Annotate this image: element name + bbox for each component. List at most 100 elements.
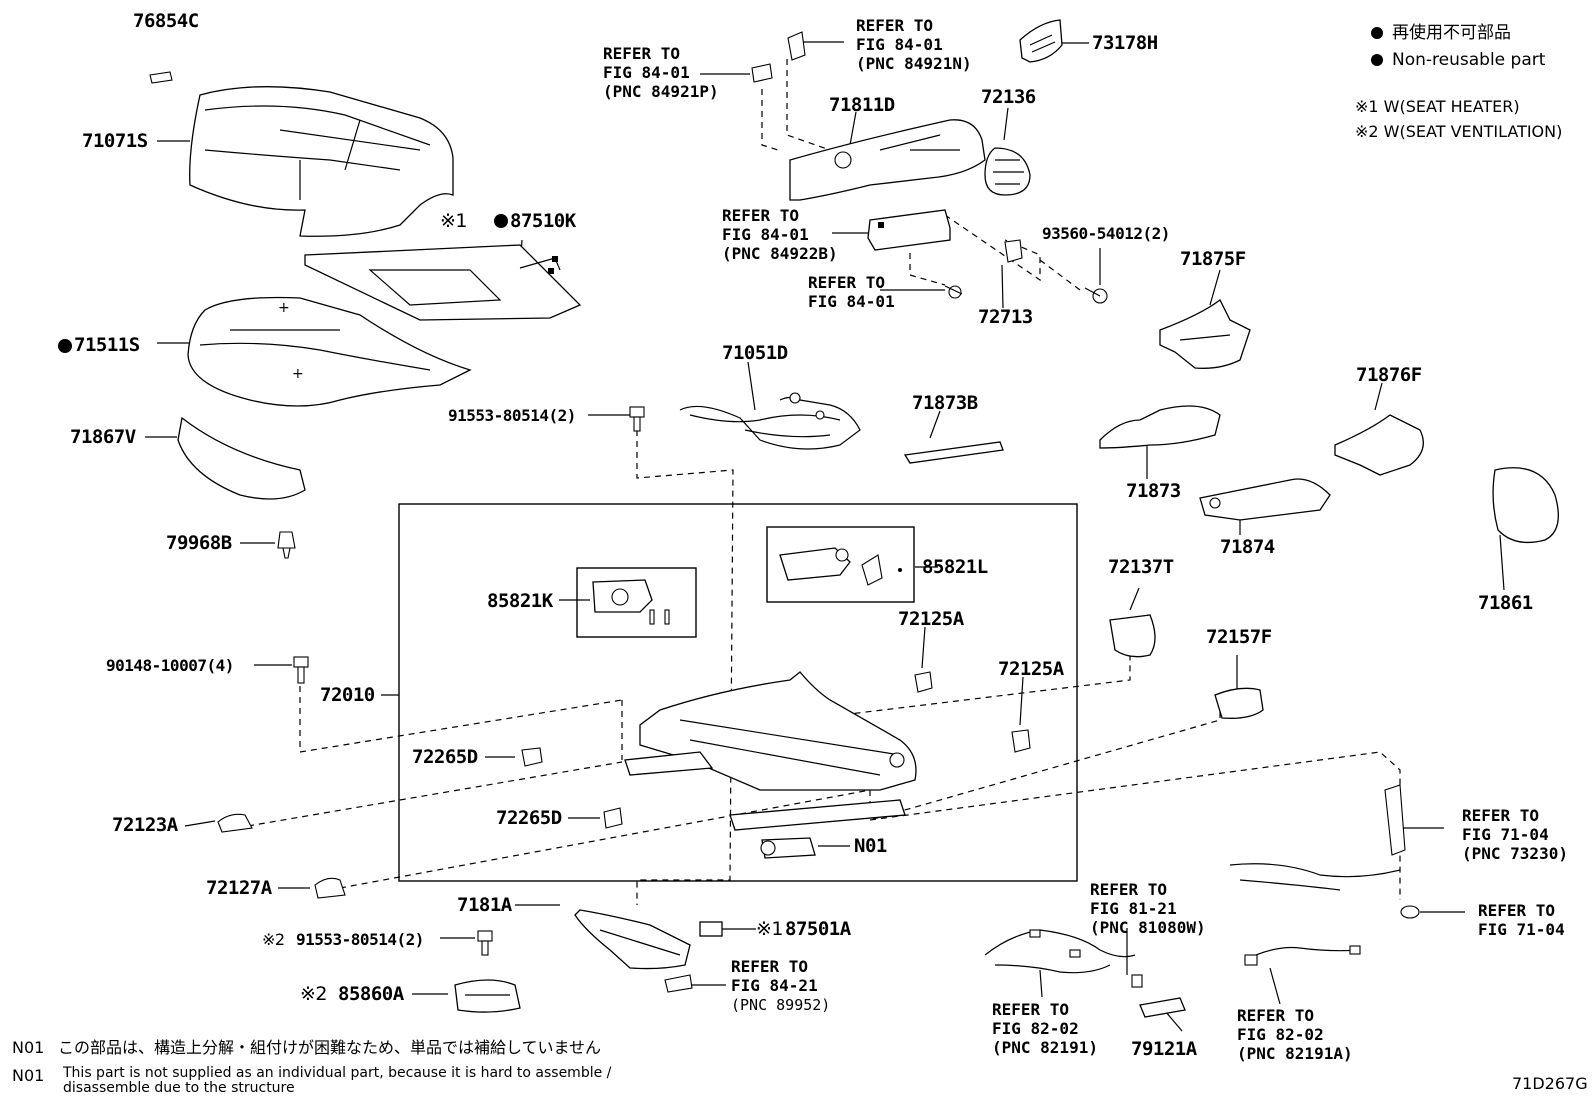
seat-frame-72010-drawing [624,671,917,831]
part-label-72265D-1[interactable]: 72265D [412,746,478,768]
part-label-85821L[interactable]: 85821L [922,556,988,578]
bolt-91553-2-drawing [477,930,493,956]
leader-lines [145,41,1505,1032]
harness-73230-drawing [1229,784,1406,891]
part-label-72136[interactable]: 72136 [981,86,1036,108]
part-label-85860A-prefix: ※2 [300,983,328,1005]
part-label-71873B[interactable]: 71873B [912,392,978,414]
cover-72123A-drawing [217,813,253,833]
part-label-71811D[interactable]: 71811D [829,94,895,116]
cover-73178H-drawing [1019,19,1063,63]
motor-85821K-drawing [592,579,670,625]
switch-84922B-drawing [867,209,951,251]
part-label-91553-80514-2[interactable]: 91553-80514(2) [296,930,424,949]
part-label-73178H[interactable]: 73178H [1092,32,1158,54]
part-label-72125A-2[interactable]: 72125A [998,658,1064,680]
part-label-85821K[interactable]: 85821K [487,590,553,612]
refer-label-84921N[interactable]: REFER TO FIG 84-01 (PNC 84921N) [856,16,972,73]
part-label-7181A[interactable]: 7181A [457,894,512,916]
part-label-72010[interactable]: 72010 [320,684,375,706]
heater-pad-87510K-drawing [304,244,582,321]
motor-85821L-drawing [779,547,902,586]
legend-non-reusable-jp: 再使用不可部品 [1392,23,1511,43]
part-label-91553-80514-1[interactable]: 91553-80514(2) [448,406,576,425]
bolt-90148-drawing [293,656,309,684]
screw-93560-drawing [1084,287,1108,304]
part-label-72265D-2[interactable]: 72265D [496,807,562,829]
part-label-90148-10007[interactable]: 90148-10007(4) [106,656,234,675]
cover-72157F-drawing [1214,687,1264,719]
part-label-72127A[interactable]: 72127A [206,877,272,899]
part-label-71875F[interactable]: 71875F [1180,248,1246,270]
cover-72137T-drawing [1109,614,1156,658]
refer-label-8401[interactable]: REFER TO FIG 84-01 [808,273,895,311]
part-label-71876F[interactable]: 71876F [1356,364,1422,386]
part-label-79968B[interactable]: 79968B [166,532,232,554]
refer-label-89952-pnc[interactable]: (PNC 89952) [731,996,831,1014]
cover-71873-drawing [1099,405,1221,449]
refer-label-84921P[interactable]: REFER TO FIG 84-01 (PNC 84921P) [603,44,719,101]
legend-dot-jp [1371,27,1383,39]
connector-81080W-drawing [1131,974,1143,988]
knob-84921N-drawing [787,31,806,61]
bar-71873B-drawing [903,441,1004,464]
refer-label-89952-head[interactable]: REFER TO FIG 84-21 [731,957,818,995]
part-label-71051D[interactable]: 71051D [722,342,788,364]
bracket-79121A-drawing [1139,997,1186,1018]
knob-72136-drawing [984,147,1031,196]
legend-note-seat-ventilation: ※2 W(SEAT VENTILATION) [1355,122,1563,141]
part-label-87501A[interactable]: 87501A [785,918,851,940]
part-label-71071S[interactable]: 71071S [82,130,148,152]
part-label-71867V[interactable]: 71867V [70,426,136,448]
cover-71874-drawing [1199,478,1331,521]
refer-label-82191[interactable]: REFER TO FIG 82-02 (PNC 82191) [992,1000,1098,1057]
seat-pad-71511S-drawing: + + [187,296,472,407]
bolt-91553-drawing [629,406,645,432]
refer-label-7104[interactable]: REFER TO FIG 71-04 [1478,901,1565,939]
part-label-72123A[interactable]: 72123A [112,814,178,836]
part-label-71861[interactable]: 71861 [1478,592,1533,614]
bracket-89952-drawing [664,974,693,993]
side-shield-71811D-drawing [789,119,986,201]
cover-71875F-drawing [1159,299,1251,369]
motor-N01-drawing [760,837,816,859]
part-label-79121A[interactable]: 79121A [1131,1038,1197,1060]
part-label-93560-54012[interactable]: 93560-54012(2) [1042,224,1170,243]
part-label-76854C[interactable]: 76854C [133,10,199,32]
part-label-87510K-prefix: ※1 [440,210,468,232]
part-label-N01[interactable]: N01 [854,835,887,857]
part-label-71873[interactable]: 71873 [1126,480,1181,502]
non-reusable-dot-87510K [494,214,508,228]
part-label-85860A[interactable]: 85860A [338,983,404,1005]
grommet-7104-drawing [1400,905,1420,919]
note-n01-text-en-2: disassemble due to the structure [63,1080,295,1096]
part-label-71511S[interactable]: 71511S [74,334,140,356]
svg-text:+: + [292,366,304,382]
motor-85821K-box [576,567,697,638]
part-label-71874[interactable]: 71874 [1220,536,1275,558]
motor-85821L-box [766,526,915,603]
part-label-91553-80514-2-prefix: ※2 [262,930,285,949]
refer-label-81080W[interactable]: REFER TO FIG 81-21 (PNC 81080W) [1090,880,1206,937]
clip-72713-drawing [1004,239,1023,263]
refer-label-82191A[interactable]: REFER TO FIG 82-02 (PNC 82191A) [1237,1006,1353,1063]
seat-cover-71071S-drawing [189,86,454,237]
harness-82191A-drawing [1244,945,1361,966]
part-label-72137T[interactable]: 72137T [1108,556,1174,578]
part-label-87510K[interactable]: 87510K [510,210,576,232]
cover-72127A-drawing [314,877,346,899]
part-label-72713[interactable]: 72713 [978,306,1033,328]
wire-frame-71051D-drawing [679,392,861,450]
non-reusable-dot-71511S [58,339,72,353]
part-label-72125A-1[interactable]: 72125A [898,608,964,630]
refer-label-84922B[interactable]: REFER TO FIG 84-01 (PNC 84922B) [722,206,838,263]
harness-81080W-drawing [984,929,1136,974]
part-label-72157F[interactable]: 72157F [1206,626,1272,648]
legend-note-seat-heater: ※1 W(SEAT HEATER) [1355,97,1520,116]
headrest-71861-drawing [1492,467,1559,544]
refer-label-73230[interactable]: REFER TO FIG 71-04 (PNC 73230) [1462,806,1568,863]
note-n01-label-en: N01 [12,1066,45,1085]
note-n01-label-jp: N01 [12,1038,45,1057]
clip-76854C-drawing [149,71,173,84]
